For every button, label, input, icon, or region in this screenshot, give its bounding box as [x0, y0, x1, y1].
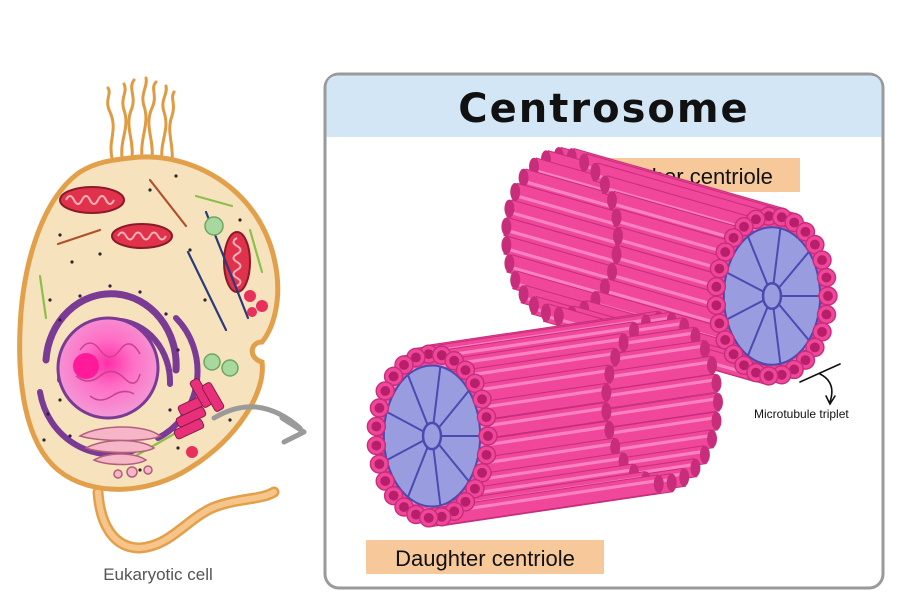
- panel-title: Centrosome: [458, 86, 749, 132]
- mitochondria: [59, 186, 251, 293]
- cell-label: Eukaryotic cell: [103, 565, 213, 584]
- er-ribosomes: [46, 284, 180, 438]
- triplet-pointer: [799, 363, 841, 406]
- daughter-centriole-label: Daughter centriole: [395, 546, 575, 571]
- cell-centrosome: [173, 378, 225, 440]
- nucleus: [56, 316, 160, 420]
- nucleolus: [73, 353, 99, 379]
- daughter-centriole: [366, 310, 723, 528]
- daughter-centriole-label-box: Daughter centriole: [366, 540, 604, 574]
- zoom-arrow: [211, 404, 307, 445]
- eukaryotic-cell: Eukaryotic cell: [17, 76, 281, 584]
- panel-header: [326, 75, 882, 137]
- cartwheel: [382, 364, 482, 508]
- cartwheel: [722, 226, 822, 366]
- cilia: [106, 76, 176, 164]
- triplet-label: Microtubule triplet: [754, 407, 849, 421]
- vesicles: [186, 216, 268, 458]
- golgi-apparatus: [78, 426, 162, 479]
